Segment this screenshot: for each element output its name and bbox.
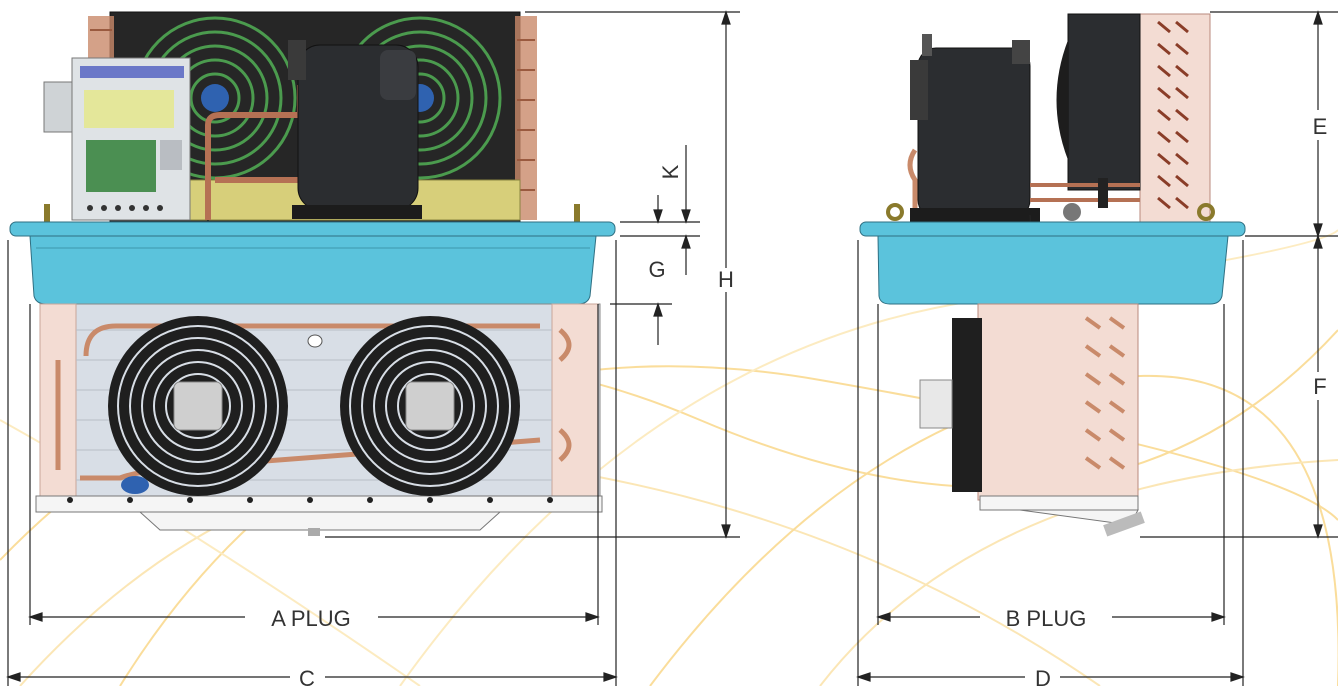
dim-label-f: F xyxy=(1313,374,1326,399)
compressor-mount xyxy=(910,208,1040,222)
dim-label-k: K xyxy=(658,164,683,179)
side-view xyxy=(859,13,1246,537)
dim-label-d: D xyxy=(1035,666,1051,686)
fan-motor-left xyxy=(201,84,229,112)
dim-label-c: C xyxy=(299,666,315,686)
control-box xyxy=(43,57,191,221)
dim-label-g: G xyxy=(648,257,665,282)
drip-tray-side xyxy=(859,221,1246,305)
dimension-labels: A PLUG C B PLUG D H E F G K xyxy=(271,114,1328,691)
expansion-valve xyxy=(121,476,149,494)
dim-label-b-plug: B PLUG xyxy=(1006,606,1087,631)
drip-tray-front xyxy=(9,221,616,305)
mounting-bolts-front xyxy=(44,204,580,222)
condenser-coil-side xyxy=(1139,13,1211,223)
copper-piping-side xyxy=(1030,183,1140,202)
compressor-side xyxy=(907,34,1031,219)
mounting-bolts-side xyxy=(886,203,1215,221)
sight-glass xyxy=(1063,203,1081,221)
compressor-front xyxy=(288,40,422,219)
dim-label-a-plug: A PLUG xyxy=(271,606,350,631)
evaporator-side xyxy=(919,303,1145,537)
condenser-fan-side xyxy=(1056,13,1141,191)
evaporator-fan-left xyxy=(108,316,288,496)
dim-label-e: E xyxy=(1313,114,1328,139)
dim-label-h: H xyxy=(718,267,734,292)
filter-drier xyxy=(1098,178,1108,208)
dimension-lines xyxy=(6,10,1338,686)
evaporator-fan-right xyxy=(340,316,520,496)
front-view xyxy=(9,11,616,536)
